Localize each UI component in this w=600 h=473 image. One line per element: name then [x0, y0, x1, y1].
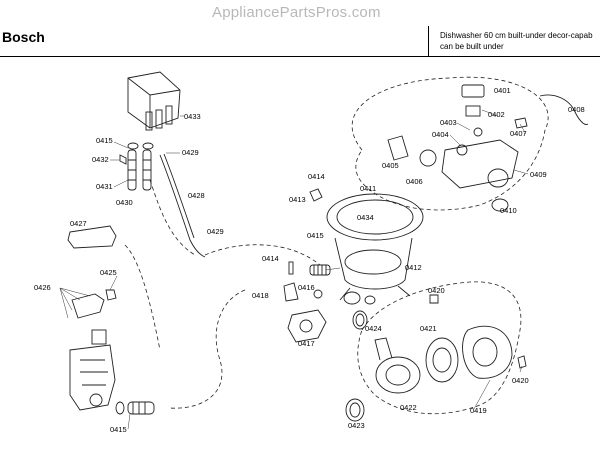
bracket-0413	[309, 188, 323, 202]
callout-label: 0423	[348, 421, 365, 430]
callout-label: 0420	[512, 376, 529, 385]
callout-label: 0406	[406, 177, 423, 186]
callout-label: 0417	[298, 339, 315, 348]
callout-label: 0428	[188, 191, 205, 200]
callout-label: 0415	[110, 425, 127, 434]
hose-route-dashed	[204, 244, 321, 266]
callout-label: 0425	[100, 268, 117, 277]
heater-pump-assembly	[387, 84, 589, 212]
callout-label: 0412	[405, 263, 422, 272]
callout-label: 0414	[262, 254, 279, 263]
spring-0415	[309, 264, 331, 276]
callout-label: 0405	[382, 161, 399, 170]
callout-label: 0415	[307, 231, 324, 240]
callout-label: 0403	[440, 118, 457, 127]
callout-label: 0426	[34, 283, 51, 292]
model-description-line-2: can be built under	[440, 42, 504, 51]
callout-label: 0429	[182, 148, 199, 157]
callout-label: 0421	[420, 324, 437, 333]
callout-label: 0429	[207, 227, 224, 236]
callout-label: 0419	[470, 406, 487, 415]
watermark: AppliancePartsPros.com	[212, 4, 381, 21]
leader-lines	[59, 109, 529, 430]
callout-label: 0408	[568, 105, 585, 114]
callout-label: 0434	[357, 213, 374, 222]
header-divider	[428, 26, 429, 56]
callout-label: 0420	[428, 286, 445, 295]
callout-label: 0432	[92, 155, 109, 164]
callout-label: 0402	[488, 110, 505, 119]
clip-0425	[105, 289, 117, 301]
callout-label: 0424	[365, 324, 382, 333]
pump-0417	[287, 309, 327, 343]
callout-label: 0411	[360, 184, 376, 193]
group-outline-pump	[357, 281, 522, 415]
callout-labels: 0401 0402 0403 0404 0405 0406 0407 0408 …	[34, 86, 585, 434]
group-outline-heater	[351, 76, 549, 211]
callout-label: 0410	[500, 206, 517, 215]
callout-label: 0401	[494, 86, 511, 95]
water-softener-housing	[127, 71, 181, 131]
callout-label: 0431	[96, 182, 113, 191]
callout-label: 0407	[510, 129, 527, 138]
inlet-route-dashed	[169, 289, 246, 409]
callout-label: 0422	[400, 403, 417, 412]
callout-label: 0414	[308, 172, 325, 181]
callout-label: 0416	[298, 283, 315, 292]
inlet-valve-assembly	[69, 293, 116, 411]
callout-label: 0427	[70, 219, 87, 228]
hose-0424	[352, 310, 368, 330]
callout-label: 0418	[252, 291, 269, 300]
drain-route-dashed	[124, 244, 161, 351]
bracket-0418	[283, 282, 299, 302]
corrugated-hoses	[127, 149, 206, 258]
callout-label: 0415	[96, 136, 113, 145]
cover-panel	[67, 225, 117, 249]
brand-title: Bosch	[2, 29, 45, 45]
pin-0414	[288, 261, 294, 275]
callout-label: 0404	[432, 130, 449, 139]
softener-hose-dashed	[149, 179, 196, 256]
drain-hose-end	[115, 401, 155, 415]
model-description-line-1: Dishwasher 60 cm built-under decor-capab	[440, 31, 593, 40]
header-rule	[0, 56, 600, 57]
sump-assembly	[326, 193, 424, 305]
valve-0416	[313, 289, 323, 299]
hose-clamps	[119, 142, 154, 165]
circulation-pump-assembly	[345, 294, 527, 422]
callout-label: 0430	[116, 198, 133, 207]
callout-label: 0413	[289, 195, 306, 204]
callout-label: 0433	[184, 112, 201, 121]
callout-label: 0409	[530, 170, 547, 179]
